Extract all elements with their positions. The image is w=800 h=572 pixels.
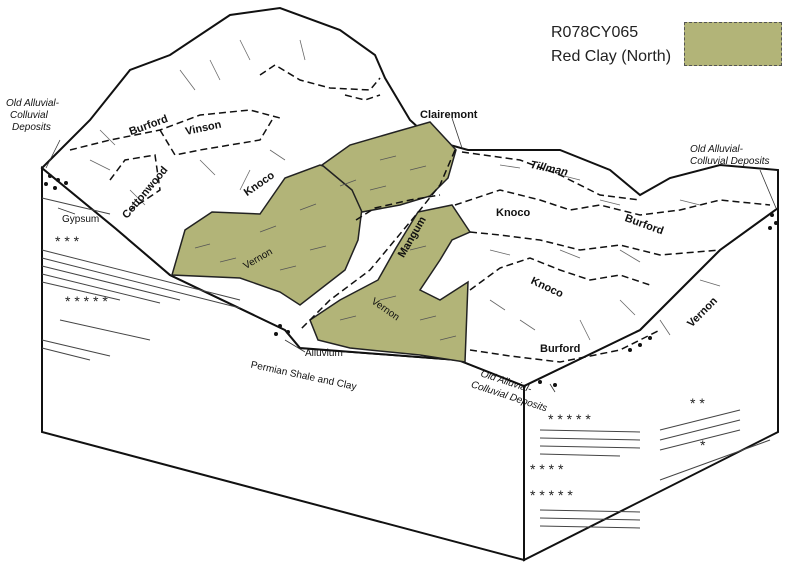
legend-code: R078CY065 <box>551 24 639 41</box>
label-burford-south: Burford <box>540 343 580 355</box>
slope-hatching <box>194 155 457 341</box>
label-old-deposits-right-1: Old Alluvial- <box>690 144 744 155</box>
right-strata <box>539 409 771 529</box>
vernon-north-area <box>320 121 457 213</box>
svg-text:* * * * *: * * * * * <box>530 487 573 503</box>
right-asterisks: * * * * * * * * * * * * * * * * * <box>530 395 706 503</box>
label-old-deposits-left-2: Colluvial <box>10 110 49 121</box>
svg-text:* * *: * * * <box>55 233 80 249</box>
svg-text:*: * <box>700 437 706 453</box>
leader-lines <box>45 117 777 393</box>
legend-name: Red Clay (North) <box>551 48 672 65</box>
soil-boundaries <box>69 64 771 363</box>
red-clay-areas <box>171 121 472 363</box>
front-asterisks: * * * * * * * * <box>55 233 108 309</box>
svg-text:* *: * * <box>690 395 705 411</box>
deposit-dots <box>44 174 778 387</box>
label-clairemont: Clairemont <box>420 109 478 121</box>
svg-text:* * * * *: * * * * * <box>65 293 108 309</box>
label-old-deposits-right-2: Colluvial Deposits <box>690 156 769 167</box>
vernon-center-area <box>309 204 472 363</box>
svg-text:* * * * *: * * * * * <box>548 411 591 427</box>
label-alluvium: Alluvium <box>305 348 343 359</box>
label-old-deposits-left-1: Old Alluvial- <box>6 98 60 109</box>
label-knoco-east: Knoco <box>496 207 531 219</box>
front-strata <box>41 197 241 361</box>
label-old-deposits-left-3: Deposits <box>12 122 51 133</box>
legend-swatch <box>684 22 782 66</box>
svg-text:* * * *: * * * * <box>530 461 564 477</box>
terrain-hatching <box>89 39 721 341</box>
label-gypsum: Gypsum <box>62 214 99 225</box>
